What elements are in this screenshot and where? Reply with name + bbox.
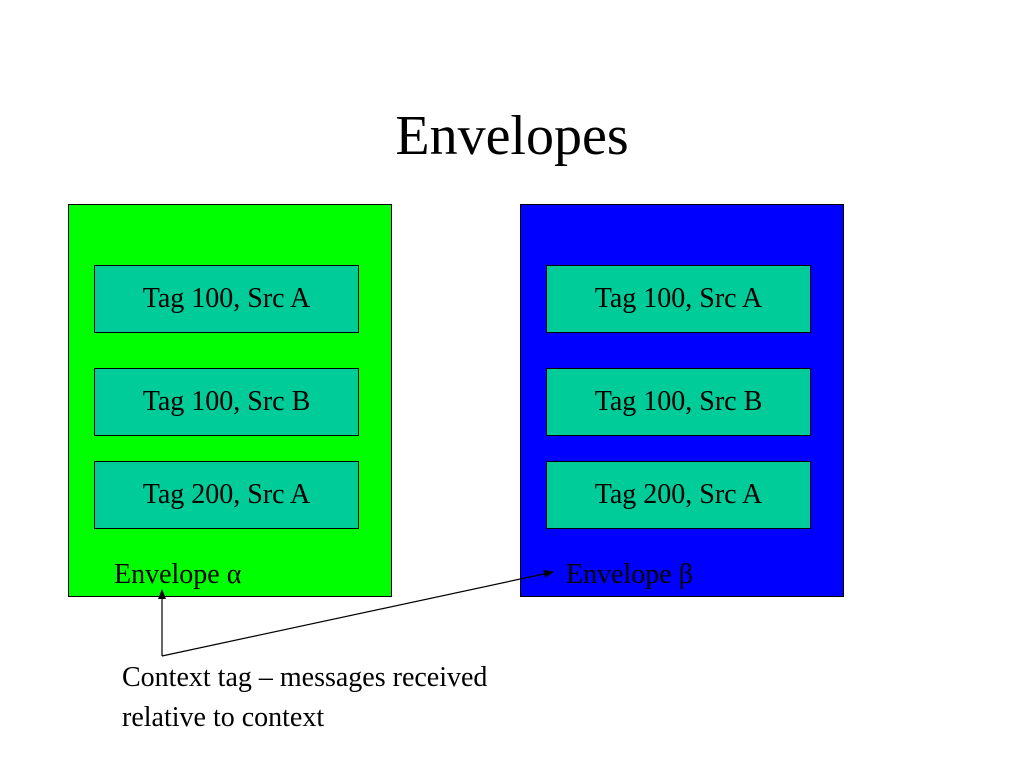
message-box: Tag 100, Src A	[546, 265, 811, 333]
message-box: Tag 200, Src A	[94, 461, 359, 529]
message-box: Tag 200, Src A	[546, 461, 811, 529]
envelope-beta: Tag 100, Src A Tag 100, Src B Tag 200, S…	[520, 204, 844, 597]
caption-line-1: Context tag – messages received	[122, 662, 488, 693]
slide-title: Envelopes	[395, 105, 629, 167]
envelope-alpha: Tag 100, Src A Tag 100, Src B Tag 200, S…	[68, 204, 392, 597]
message-box: Tag 100, Src B	[94, 368, 359, 436]
envelope-label: Envelope β	[566, 559, 693, 590]
envelope-label: Envelope α	[114, 559, 242, 590]
caption: Context tag – messages received relative…	[122, 658, 602, 738]
message-box: Tag 100, Src B	[546, 368, 811, 436]
message-box: Tag 100, Src A	[94, 265, 359, 333]
caption-line-2: relative to context	[122, 702, 325, 733]
